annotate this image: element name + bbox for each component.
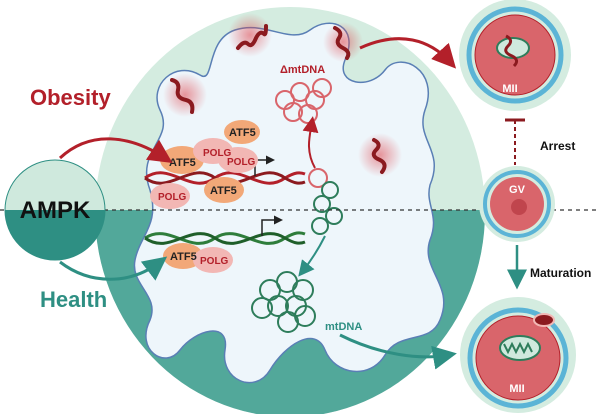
ampk-node bbox=[4, 159, 106, 261]
damage-squiggles bbox=[163, 13, 402, 177]
obesity-label: Obesity bbox=[30, 85, 111, 110]
oocyte-mii-top bbox=[459, 0, 571, 111]
arrow-to-mii-bottom bbox=[339, 333, 457, 370]
atf5-label-2: ATF5 bbox=[229, 127, 256, 139]
arrow-to-delta bbox=[302, 116, 319, 169]
oocyte-mii-bottom bbox=[460, 297, 576, 413]
atf5-label-4: ATF5 bbox=[170, 251, 197, 263]
mii-top-label: MII bbox=[502, 83, 517, 95]
oocyte-gv bbox=[479, 166, 555, 242]
ampk-to-obesity-arrow bbox=[58, 137, 173, 163]
mii-bottom-label: MII bbox=[509, 383, 524, 395]
mtdna-cluster bbox=[251, 181, 343, 333]
gv-label: GV bbox=[509, 184, 526, 196]
atf5-label-3: ATF5 bbox=[210, 185, 237, 197]
atf5-label-1: ATF5 bbox=[169, 157, 196, 169]
dna-helix-bottom bbox=[144, 215, 306, 245]
ampk-to-health-arrow bbox=[59, 256, 168, 281]
protein-blobs-top bbox=[150, 120, 260, 209]
health-label: Health bbox=[40, 287, 107, 312]
mtdna-label: mtDNA bbox=[325, 321, 362, 333]
ampk-label: AMPK bbox=[20, 197, 91, 224]
polg-label-4: POLG bbox=[200, 256, 229, 267]
delta-mtdna-label: ΔmtDNA bbox=[280, 64, 325, 76]
arrow-to-mii-top bbox=[359, 37, 457, 69]
protein-blobs-bottom bbox=[163, 243, 233, 273]
arrow-to-mtdna bbox=[298, 235, 326, 277]
polg-label-3: POLG bbox=[158, 192, 187, 203]
polg-label-2: POLG bbox=[227, 157, 256, 168]
maturation-label: Maturation bbox=[530, 266, 591, 280]
polg-label-1: POLG bbox=[203, 148, 232, 159]
arrest-label: Arrest bbox=[540, 139, 575, 153]
